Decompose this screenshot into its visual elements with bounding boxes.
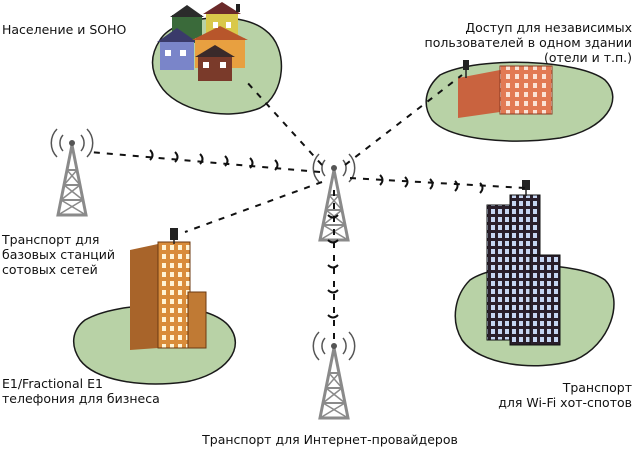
link-wifi	[350, 178, 525, 188]
isp-tower	[313, 332, 354, 418]
label-cellular-backhaul: Транспорт для базовых станций сотовых се…	[2, 232, 115, 277]
link-business	[185, 182, 322, 232]
office-building	[130, 228, 206, 350]
cellular-tower	[51, 129, 92, 215]
label-business-telephony: E1/Fractional E1 телефония для бизнеса	[2, 376, 160, 406]
label-residential-soho: Население и SOHO	[2, 22, 126, 37]
central-tower	[313, 154, 354, 240]
tall-building	[487, 180, 560, 345]
link-cellular	[90, 152, 320, 172]
label-single-building-access: Доступ для независимых пользователей в о…	[425, 20, 632, 65]
label-wifi-hotspot-transport: Транспорт для Wi-Fi хот-спотов	[498, 380, 632, 410]
label-isp-transport: Транспорт для Интернет-провайдеров	[180, 432, 480, 447]
